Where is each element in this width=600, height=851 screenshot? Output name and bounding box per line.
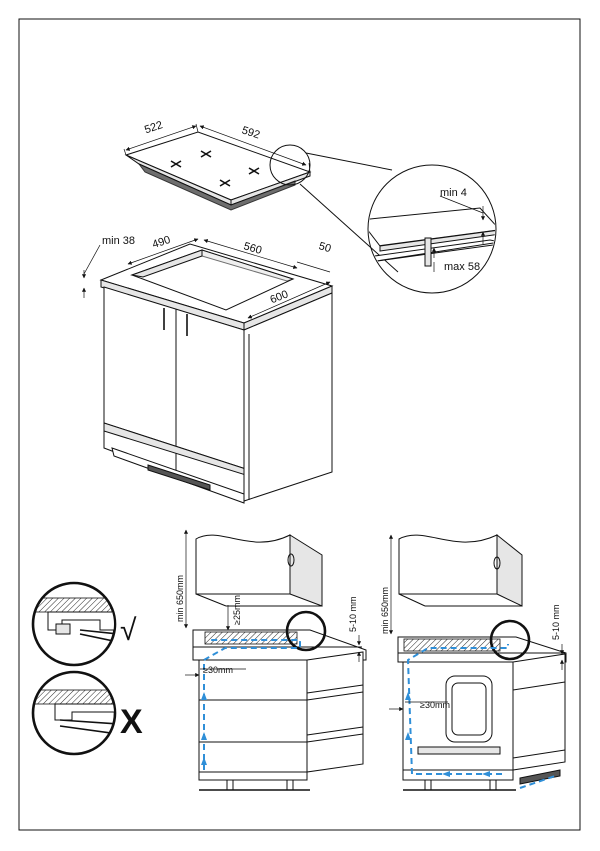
hob-depth-label: 522: [143, 119, 164, 136]
hob-width-label: 592: [240, 124, 261, 141]
cutout-depth-label: 490: [151, 234, 172, 251]
correct-detail-circle: [31, 581, 117, 667]
detail-circle: [367, 164, 497, 294]
correct-detail: √: [31, 581, 137, 667]
wrong-detail: X: [31, 670, 143, 756]
right-vent-label: 5-10 mm: [551, 604, 561, 640]
edge-label: 50: [317, 240, 332, 255]
hob-detail-circle: [269, 144, 311, 186]
wrong-mark: X: [120, 703, 143, 741]
left-gap-side-label: ≥30mm: [203, 665, 233, 675]
cabinet-drawing: min 38 490 560 50 600: [81, 234, 334, 504]
correct-mark: √: [120, 614, 137, 647]
right-gap-side-label: ≥30mm: [420, 700, 450, 710]
max-thickness-label: max 58: [444, 261, 480, 273]
page-frame: [18, 18, 581, 831]
min-gap-label: min 4: [440, 187, 467, 199]
left-vent-label: 5-10 mm: [348, 596, 358, 632]
left-min-height-label: min 650mm: [175, 575, 185, 622]
right-install: min 650mm ≥30mm 5-10 mm: [380, 533, 567, 791]
wrong-detail-circle: [31, 670, 117, 756]
cutout-width-label: 560: [242, 240, 263, 257]
min-top-label: min 38: [102, 235, 135, 247]
cabinet-side: [243, 292, 333, 502]
right-min-height-label: min 650mm: [380, 587, 390, 634]
left-gap-top-label: ≥25mm: [232, 595, 242, 625]
edge-detail: min 4 max 58: [367, 164, 497, 294]
hob-drawing: 522 592: [123, 119, 399, 273]
left-install: min 650mm ≥25mm ≥30mm 5-10 mm: [175, 529, 367, 791]
